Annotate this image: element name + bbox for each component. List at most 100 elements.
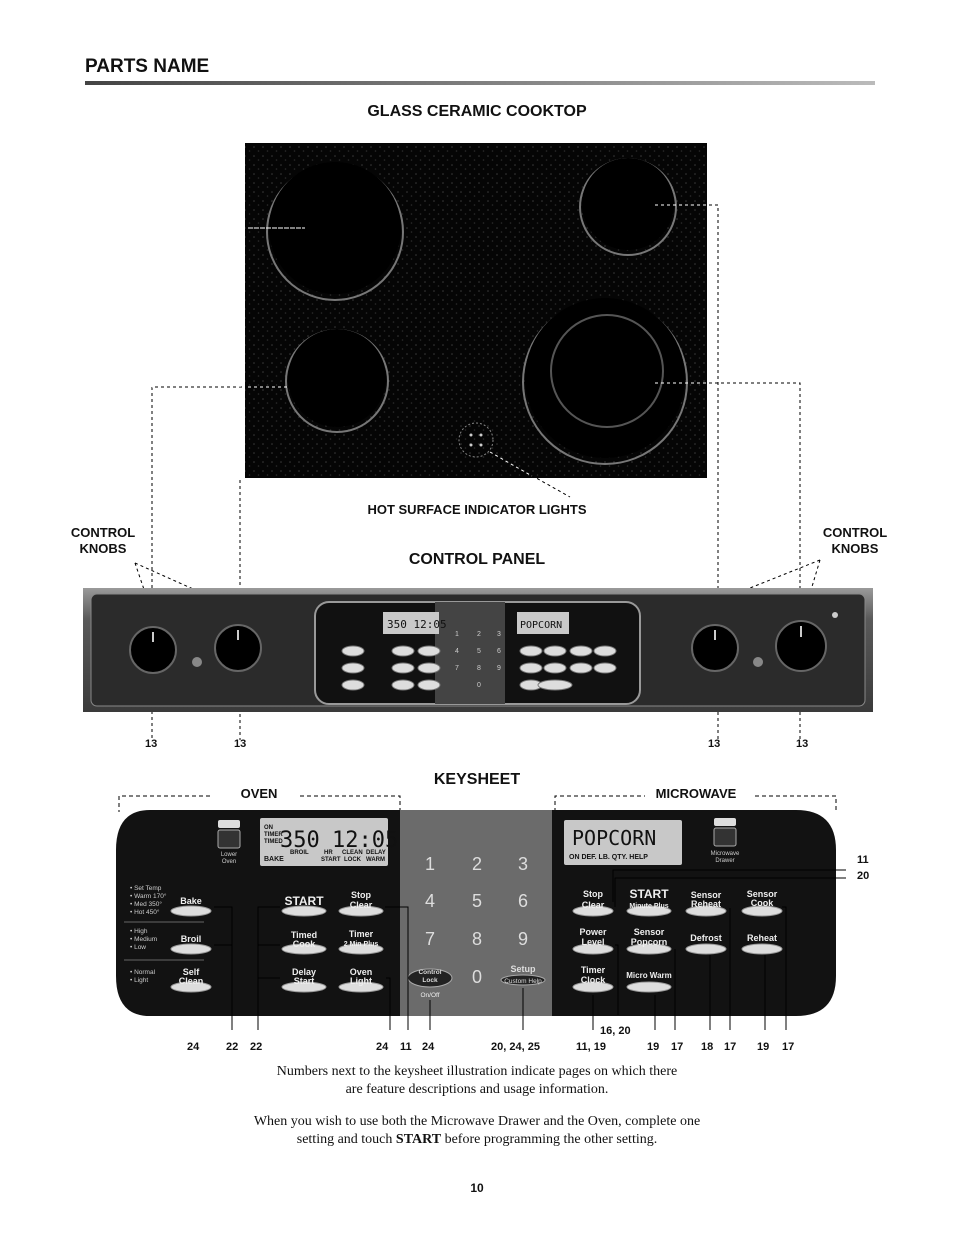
svg-text:Timer: Timer xyxy=(581,965,606,975)
svg-text:8: 8 xyxy=(477,665,481,672)
svg-text:Oven: Oven xyxy=(350,967,373,977)
svg-text:Drawer: Drawer xyxy=(715,858,734,864)
svg-text:12:05: 12:05 xyxy=(332,828,398,853)
page-ref: 20, 24, 25 xyxy=(491,1041,540,1053)
svg-text:Cook: Cook xyxy=(293,939,316,949)
svg-text:• Hot 450°: • Hot 450° xyxy=(130,908,160,916)
svg-text:7: 7 xyxy=(455,665,459,672)
svg-text:3: 3 xyxy=(497,631,501,638)
page-ref: 17 xyxy=(671,1041,684,1053)
svg-text:Sensor: Sensor xyxy=(691,890,722,900)
page-ref: 19 xyxy=(647,1041,660,1053)
svg-text:Timed: Timed xyxy=(291,930,317,940)
svg-text:ON DEF. LB. QTY. HELP: ON DEF. LB. QTY. HELP xyxy=(569,854,648,861)
knob-page-number: 13 xyxy=(145,738,158,750)
microwave-label: MICROWAVE xyxy=(655,786,737,801)
svg-text:TIMED: TIMED xyxy=(264,839,283,845)
svg-text:DELAY: DELAY xyxy=(366,850,386,856)
page-ref: 24 xyxy=(422,1041,435,1053)
svg-text:7: 7 xyxy=(425,929,435,949)
knob-page-number: 13 xyxy=(708,738,721,750)
svg-text:Delay: Delay xyxy=(292,967,316,977)
svg-text:Defrost: Defrost xyxy=(690,933,722,943)
cooktop-illustration xyxy=(134,143,821,740)
page-ref: 22 xyxy=(250,1041,263,1053)
svg-text:Stop: Stop xyxy=(583,889,603,899)
svg-text:• Med 350°: • Med 350° xyxy=(130,900,162,908)
page-ref: 24 xyxy=(376,1041,389,1053)
page-ref: 11 xyxy=(400,1041,412,1053)
svg-text:1: 1 xyxy=(455,631,459,638)
svg-text:5: 5 xyxy=(477,648,481,655)
svg-text:LOCK: LOCK xyxy=(344,857,362,863)
svg-text:Custom Help: Custom Help xyxy=(504,978,542,985)
knob-1 xyxy=(129,626,177,674)
svg-text:POPCORN: POPCORN xyxy=(572,826,656,850)
svg-text:Stop: Stop xyxy=(351,890,371,900)
svg-text:6: 6 xyxy=(518,891,528,911)
svg-text:Light: Light xyxy=(350,976,372,986)
oven-label: OVEN xyxy=(240,786,278,801)
svg-text:8: 8 xyxy=(472,929,482,949)
svg-text:1: 1 xyxy=(425,854,435,874)
footnote-usage: When you wish to use both the Microwave … xyxy=(253,1114,701,1147)
svg-text:4: 4 xyxy=(425,891,435,911)
svg-text:BAKE: BAKE xyxy=(264,856,284,863)
page-title: PARTS NAME xyxy=(85,56,210,77)
title-rule xyxy=(85,81,875,85)
keysheet-heading: KEYSHEET xyxy=(433,771,521,788)
svg-text:Micro Warm: Micro Warm xyxy=(626,971,672,980)
keysheet-illustration: ON TIMER TIMED 350 12:05 BAKE BROIL HR S… xyxy=(116,795,846,1030)
burner-right-front xyxy=(522,298,688,465)
svg-text:Broil: Broil xyxy=(181,934,202,944)
svg-text:• Warm 170°: • Warm 170° xyxy=(130,892,167,900)
svg-text:• Normal: • Normal xyxy=(130,969,156,976)
svg-text:Timer: Timer xyxy=(349,929,374,939)
page-ref: 18 xyxy=(701,1041,714,1053)
svg-text:Control: Control xyxy=(418,969,441,976)
burner-left-front xyxy=(285,329,389,433)
svg-text:START: START xyxy=(284,894,324,908)
svg-text:Sensor: Sensor xyxy=(634,927,665,937)
burner-right-rear xyxy=(579,158,677,256)
control-knobs-right-label: CONTROL KNOBS xyxy=(822,525,888,556)
knob-2 xyxy=(214,624,262,672)
svg-text:6: 6 xyxy=(497,648,501,655)
svg-text:START: START xyxy=(321,857,341,863)
svg-text:Clean: Clean xyxy=(179,976,204,986)
svg-text:On/Off: On/Off xyxy=(420,992,439,999)
svg-text:Lower: Lower xyxy=(221,852,237,858)
svg-text:Setup: Setup xyxy=(510,964,536,974)
page-ref: 16, 20 xyxy=(600,1025,631,1037)
hot-surface-indicator-lights xyxy=(458,422,494,458)
svg-text:Clear: Clear xyxy=(582,900,605,910)
svg-text:Bake: Bake xyxy=(180,896,202,906)
svg-text:2: 2 xyxy=(472,854,482,874)
svg-text:Power: Power xyxy=(579,927,607,937)
svg-text:0: 0 xyxy=(472,967,482,987)
svg-text:WARM: WARM xyxy=(366,857,385,863)
cooktop-heading: GLASS CERAMIC COOKTOP xyxy=(367,103,587,120)
svg-text:Lock: Lock xyxy=(422,977,438,984)
svg-text:2: 2 xyxy=(477,631,481,638)
page-ref: 17 xyxy=(782,1041,795,1053)
svg-text:Minute Plus: Minute Plus xyxy=(629,903,668,910)
svg-text:Sensor: Sensor xyxy=(747,889,778,899)
svg-text:Oven: Oven xyxy=(222,859,236,865)
knob-page-number: 13 xyxy=(234,738,247,750)
svg-text:START: START xyxy=(629,887,669,901)
svg-text:• Light: • Light xyxy=(130,977,148,984)
svg-text:Popcorn: Popcorn xyxy=(631,937,668,947)
burner-left-rear xyxy=(266,162,404,301)
svg-text:ON: ON xyxy=(264,825,273,831)
svg-text:• Set Temp: • Set Temp xyxy=(130,885,162,892)
control-panel-heading: CONTROL PANEL xyxy=(408,551,546,568)
page-ref: 19 xyxy=(757,1041,770,1053)
page-ref: 17 xyxy=(724,1041,737,1053)
svg-text:2 Min Plus: 2 Min Plus xyxy=(344,941,379,948)
svg-text:• High: • High xyxy=(130,928,148,935)
svg-text:• Low: • Low xyxy=(130,944,146,951)
svg-text:Reheat: Reheat xyxy=(691,899,721,909)
svg-text:3: 3 xyxy=(518,854,528,874)
